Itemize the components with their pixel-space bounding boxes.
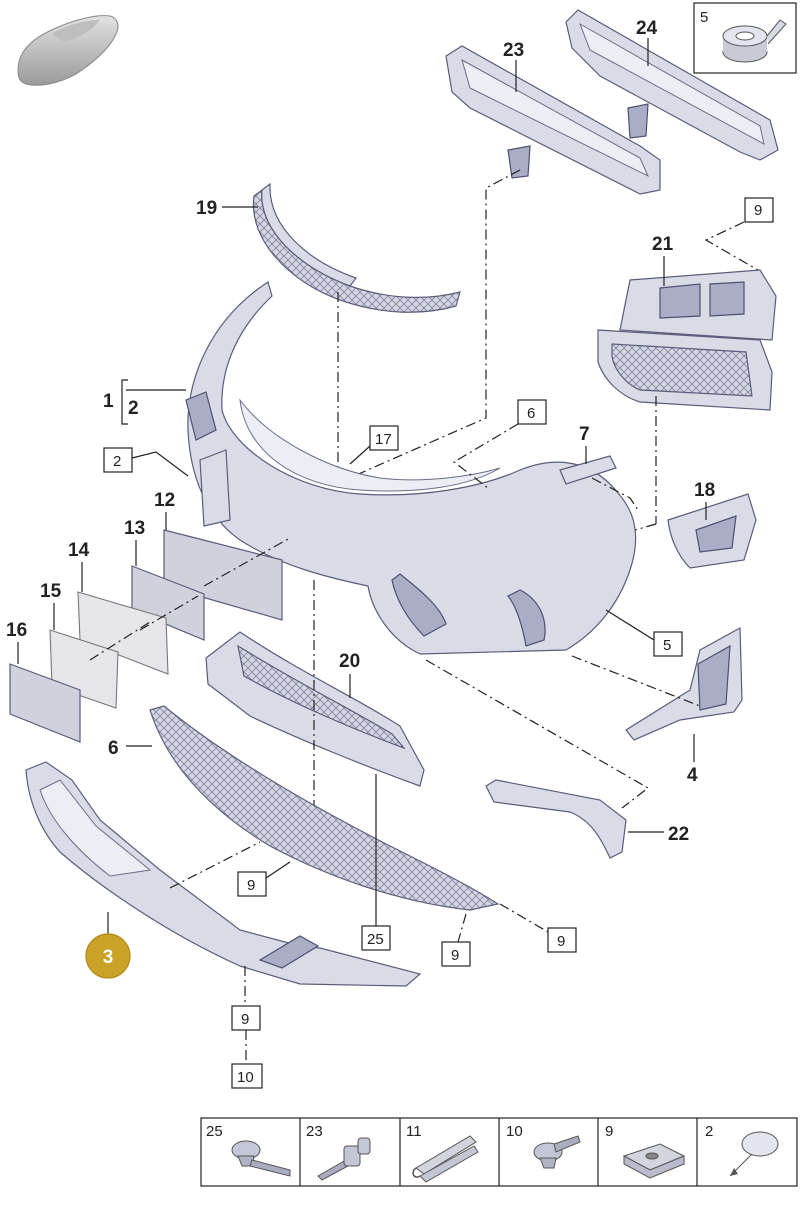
part-22-side-trim [485,779,627,859]
legend-cell-23: 23 [306,1123,371,1181]
callout-15: 15 [40,581,62,602]
reference-box-9-top [744,197,774,223]
reference-box-9-lower [441,941,471,967]
callout-7: 7 [579,424,590,445]
callout-21: 21 [652,234,674,255]
reference-box-9-top-label: 9 [754,202,762,219]
inset-part-5: 5 [693,2,797,74]
legend-cell-25: 25 [206,1123,291,1177]
reference-box-5-label: 5 [663,637,671,654]
spring-clip-icon [412,1135,479,1183]
reference-box-9-lower-label: 9 [451,947,459,964]
reference-box-17 [369,425,399,451]
reference-box-2 [103,447,133,473]
reference-box-9-center-label: 9 [247,877,255,894]
part-14-license-plate-trim [77,591,169,675]
expansion-rivet-icon [317,1137,371,1181]
reference-box-9-right [547,927,577,953]
vehicle-thumbnail [17,15,119,86]
highlight-badge [85,933,131,979]
callout-24: 24 [636,18,658,39]
callout-5-inset-label: 5 [700,9,708,26]
fastener-legend: 25 23 11 10 [200,1117,798,1187]
part-18-side-bracket [667,493,757,569]
callout-22: 22 [668,824,689,845]
callout-13: 13 [124,518,145,539]
legend-label-11: 11 [406,1123,422,1140]
reference-box-17-label: 17 [375,431,392,448]
callout-20: 20 [339,651,360,672]
part-7-emblem-bracket [559,455,617,485]
tape-roll-icon [722,19,787,63]
part-21-radiator-air-guide [597,269,777,411]
part-6-lower-mesh-grille [149,705,500,911]
callout-16: 16 [6,620,27,641]
plug-icon [729,1131,779,1177]
part-16-license-plate-bracket [9,663,81,743]
reference-box-6-label: 6 [527,405,535,422]
part-13-license-plate-bracket [131,565,205,641]
part-4-intake-trim [625,627,743,741]
reference-box-9-bottom-label: 9 [241,1011,249,1028]
reference-box-9-center [237,871,267,897]
reference-box-9-right-label: 9 [557,933,565,950]
callout-6: 6 [108,738,119,759]
screw-icon [533,1135,581,1169]
reference-box-10 [231,1063,263,1089]
callout-19: 19 [196,198,217,219]
reference-box-25 [361,925,391,951]
legend-label-9: 9 [605,1123,613,1140]
callout-12: 12 [154,490,175,511]
part-24-crash-beam [565,9,779,161]
clip-nut-icon [622,1143,686,1179]
callout-1: 1 [103,391,114,412]
legend-label-10: 10 [506,1123,523,1140]
reference-box-25-label: 25 [367,931,384,948]
reference-box-9-bottom [231,1005,261,1031]
legend-cell-2: 2 [705,1123,779,1177]
part-3-front-spoiler [25,761,422,987]
callout-18: 18 [694,480,715,501]
reference-box-5 [653,631,683,657]
screw-icon [231,1140,291,1177]
legend-label-23: 23 [306,1123,323,1140]
reference-box-2-label: 2 [113,453,121,470]
callout-23: 23 [503,40,524,61]
legend-cell-11: 11 [406,1123,479,1183]
reference-box-6 [517,399,547,425]
legend-cell-10: 10 [506,1123,581,1169]
legend-label-2: 2 [705,1123,713,1140]
legend-label-25: 25 [206,1123,223,1140]
callout-2: 2 [128,398,139,419]
part-23-crash-beam [445,45,661,195]
callout-4: 4 [687,765,698,786]
legend-cell-9: 9 [605,1123,686,1179]
part-20-lower-grille [205,631,425,787]
callout-14: 14 [68,540,90,561]
part-19-upper-grille [252,182,461,313]
callout-3: 3 [103,947,114,968]
reference-box-10-label: 10 [237,1069,254,1086]
